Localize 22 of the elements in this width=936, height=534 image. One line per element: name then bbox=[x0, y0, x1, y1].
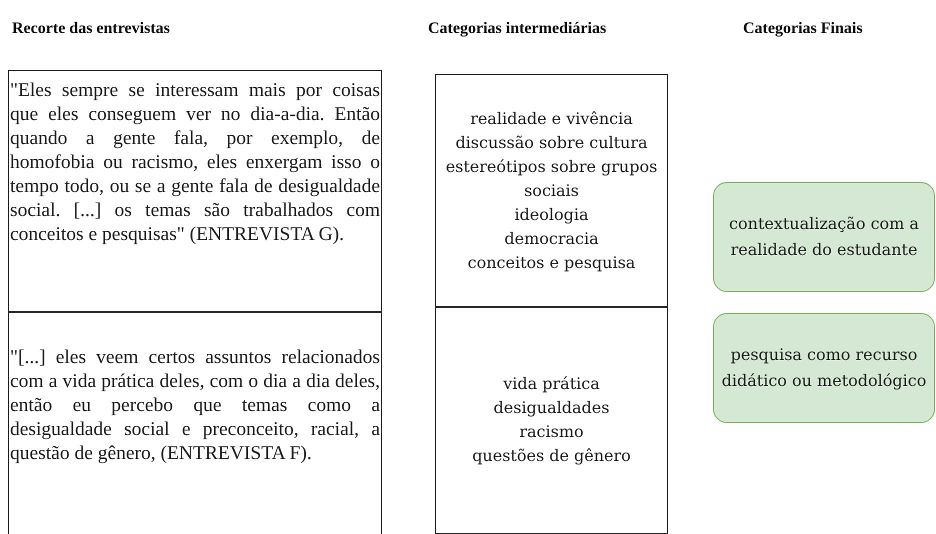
category-item: racismo bbox=[519, 421, 584, 443]
category-item: questões de gênero bbox=[472, 445, 631, 467]
final-category-box bbox=[713, 182, 935, 292]
category-text: contextualização com a realidade do estudante bbox=[728, 213, 920, 261]
column-heading: Recorte das entrevistas bbox=[12, 20, 170, 38]
category-text: pesquisa como recurso didático ou metodológico bbox=[720, 344, 928, 392]
column-heading: Categorias Finais bbox=[743, 20, 863, 38]
category-item: desigualdades bbox=[494, 397, 610, 419]
interview-quote: "[...] eles veem certos assuntos relacionados com a vida prática deles, com o dia a dia deles, então eu percebo que temas como a desigualdade social e preconceito, racial, a questão de gênero, (ENTREVISTA F). bbox=[10, 346, 380, 466]
quote-box bbox=[8, 311, 382, 534]
interview-quote: "Eles sempre se interessam mais por coisas que eles conseguem ver no dia-a-dia. Então quando a gente fala, por exemplo, de homofobia ou racismo, eles enxergam isso o tempo todo, ou se a gente fala de desigualdade social. [...] os temas são trabalhados com conceitos e pesquisas" (ENTREVISTA G). bbox=[10, 79, 380, 247]
category-item: conceitos e pesquisa bbox=[468, 252, 636, 274]
category-item: democracia bbox=[504, 228, 599, 250]
column-heading: Categorias intermediárias bbox=[428, 20, 606, 38]
category-item: ideologia bbox=[514, 204, 589, 226]
category-item: discussão sobre cultura bbox=[455, 132, 648, 154]
category-item: realidade e vivência bbox=[470, 108, 633, 130]
category-box bbox=[435, 74, 668, 308]
category-item: vida prática bbox=[503, 373, 600, 395]
quote-box bbox=[8, 70, 382, 313]
category-box bbox=[435, 306, 668, 534]
final-category-box bbox=[713, 313, 935, 423]
